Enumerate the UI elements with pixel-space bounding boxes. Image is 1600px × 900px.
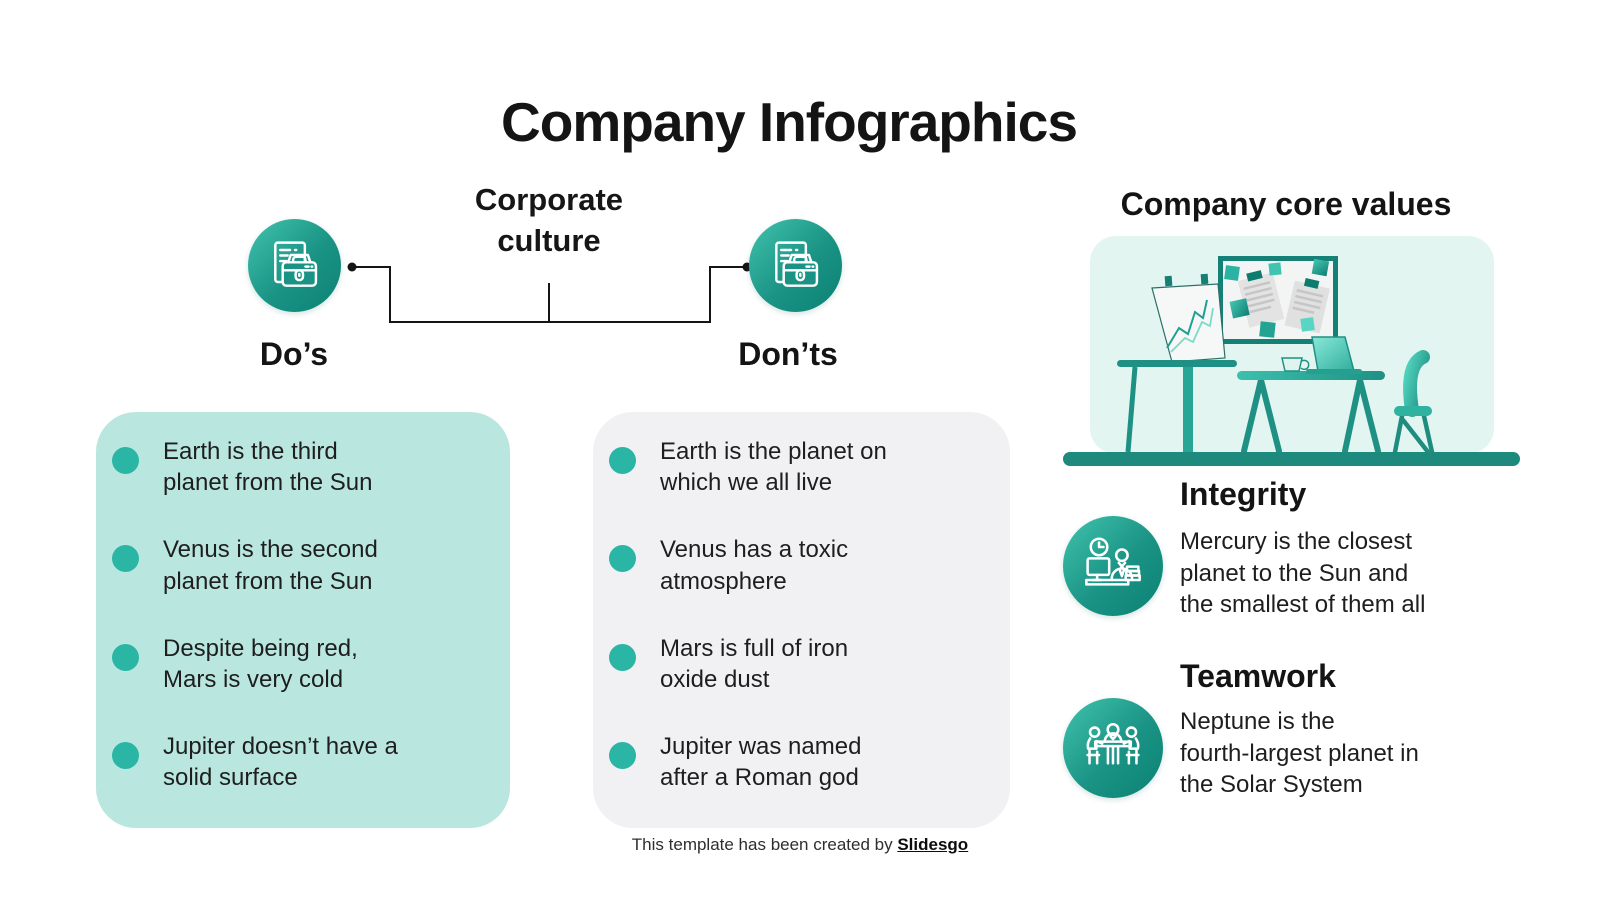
list-item-text: Mars is full of iron oxide dust bbox=[660, 634, 849, 693]
teamwork-icon-circle bbox=[1063, 698, 1163, 798]
dos-node-circle bbox=[248, 219, 341, 312]
list-item-text: Jupiter was named after a Roman god bbox=[660, 733, 862, 792]
bullet-dot bbox=[609, 447, 636, 474]
teamwork-text: Neptune is the fourth-largest planet in … bbox=[1180, 708, 1419, 799]
list-item: Earth is the planet on which we all live bbox=[609, 436, 990, 498]
donts-label: Don’ts bbox=[738, 336, 838, 372]
integrity-heading: Integrity bbox=[1180, 476, 1307, 512]
briefcase-document-icon bbox=[273, 240, 317, 287]
footer-credit: This template has been created by Slides… bbox=[0, 835, 1600, 855]
page-title: Company Infographics bbox=[501, 91, 1078, 153]
office-workspace-illustration bbox=[1063, 236, 1520, 466]
list-item-text: Despite being red, Mars is very cold bbox=[163, 634, 358, 693]
list-item: Jupiter was named after a Roman god bbox=[609, 731, 990, 793]
teamwork-heading: Teamwork bbox=[1180, 658, 1336, 694]
bullet-dot bbox=[609, 742, 636, 770]
bullet-dot bbox=[112, 742, 139, 770]
bullet-dot bbox=[609, 545, 636, 573]
donts-card: Earth is the planet on which we all live… bbox=[593, 412, 1010, 828]
list-item-text: Earth is the planet on which we all live bbox=[660, 438, 887, 497]
list-item-text: Earth is the third planet from the Sun bbox=[163, 438, 373, 497]
list-item-text: Venus is the second planet from the Sun bbox=[163, 536, 378, 595]
pinboard bbox=[1218, 256, 1338, 344]
list-item: Venus has a toxic atmosphere bbox=[609, 534, 990, 596]
list-item-text: Jupiter doesn’t have a solid surface bbox=[163, 733, 398, 792]
slidesgo-link[interactable]: Slidesgo bbox=[897, 835, 969, 854]
list-item: Venus is the second planet from the Sun bbox=[112, 534, 490, 596]
desk bbox=[1237, 336, 1385, 454]
bullet-dot bbox=[112, 447, 139, 474]
list-item: Mars is full of iron oxide dust bbox=[609, 633, 990, 695]
bullet-dot bbox=[112, 545, 139, 573]
footer-credit-text: This template has been created by bbox=[631, 835, 898, 854]
easel-chart bbox=[1117, 273, 1237, 453]
bullet-dot bbox=[112, 643, 139, 671]
dos-label: Do’s bbox=[259, 336, 329, 372]
connector-lines bbox=[347, 262, 752, 323]
integrity-text: Mercury is the closest planet to the Sun… bbox=[1180, 528, 1426, 619]
chair bbox=[1392, 350, 1435, 455]
team-meeting-icon bbox=[1086, 722, 1140, 765]
briefcase-document-icon bbox=[774, 240, 818, 287]
list-item: Jupiter doesn’t have a solid surface bbox=[112, 731, 490, 793]
list-item-text: Venus has a toxic atmosphere bbox=[660, 536, 849, 595]
employee-desk-clock-icon bbox=[1085, 537, 1141, 586]
list-item: Earth is the third planet from the Sun bbox=[112, 436, 490, 498]
donts-node-circle bbox=[749, 219, 842, 312]
dos-card: Earth is the third planet from the Sun V… bbox=[96, 412, 510, 828]
integrity-icon-circle bbox=[1063, 516, 1163, 616]
cup bbox=[1281, 357, 1303, 372]
diagram-root-label: Corporate culture bbox=[474, 182, 624, 259]
bullet-dot bbox=[609, 643, 636, 671]
core-values-title: Company core values bbox=[1120, 186, 1452, 222]
list-item: Despite being red, Mars is very cold bbox=[112, 633, 490, 695]
floor-bar bbox=[1063, 452, 1520, 466]
